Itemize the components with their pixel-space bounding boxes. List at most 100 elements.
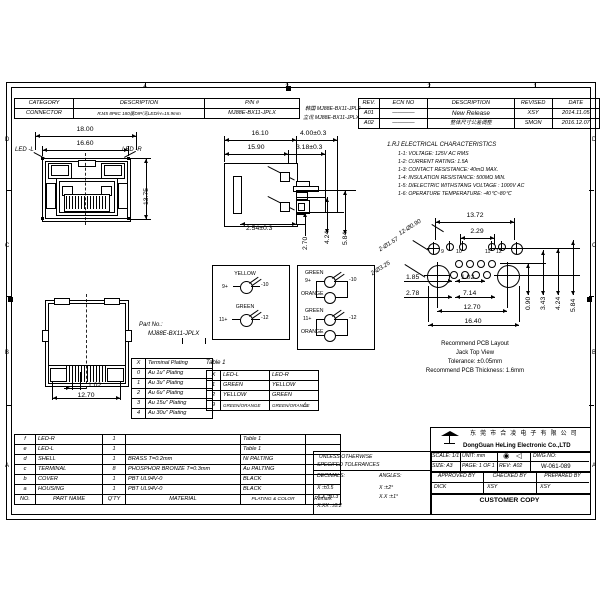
pcb-dim-584: 5.84: [570, 298, 577, 312]
col-marker-4: 4: [143, 84, 147, 90]
electrical-item: 1-4: INSULATION RESISTANCE: 500MΩ MIN.: [398, 175, 506, 181]
table1: X LED-L LED-R 1 GREEN YELLOW 2 YELLOW GR…: [206, 370, 319, 411]
header-ecn: ECN NO: [378, 98, 429, 109]
approval-block: [430, 471, 591, 495]
led-b-symbol1-alt: [324, 292, 336, 304]
rev-a01-ecn: ————: [378, 108, 429, 119]
bom-material: PHOSPHOR BRONZE T=0.3mm: [125, 464, 241, 475]
angle-tol-1: X :±2°: [379, 485, 394, 491]
led-b-symbol2: [324, 314, 336, 326]
table1-led-r: YELLOW: [269, 380, 319, 391]
led-b-color2: GREEN: [305, 308, 324, 314]
pcb-note-4: Recommend PCB Thickness: 1.6mm: [425, 368, 525, 374]
bom-qty: 8: [102, 464, 126, 475]
company-name-en: DongGuan HeLing Electronic Co.,LTD: [463, 443, 571, 449]
bom-table: f LED-R 1 Table 1 e LED-L 1 Table 1 d SH…: [14, 434, 341, 505]
rev-a02-desc: 整体尺寸公差调整: [427, 118, 515, 129]
bom-part-name: TERMINAL: [35, 464, 103, 475]
bom-row: f LED-R 1 Table 1: [14, 434, 341, 445]
bom-no: a: [14, 484, 36, 495]
pn-note-line1: 韩国 MJ88E-BX11-JPL2: [305, 106, 361, 112]
plating-desc: Au 1u" Plating: [145, 368, 213, 379]
pcb-pin-label-10: 10: [456, 249, 462, 255]
side-dim-f: 2.70: [302, 236, 309, 250]
bom-qty: 1: [102, 474, 126, 485]
led-b-pin-out2: -12: [349, 315, 357, 321]
table1-code: 9: [206, 400, 221, 411]
table1-code: 2: [206, 390, 221, 401]
pcb-mounting-hole-big-right: [497, 265, 520, 288]
pn-note-line2: 立讯 MJ88E-BX11-JPLX: [303, 115, 360, 121]
decimal-tol-1: X :±0.5: [317, 485, 334, 491]
plating-header-row: X Terminal Plating: [131, 358, 213, 369]
rev-a01-id: A01: [358, 108, 380, 119]
led-a-pin-in2: 11+: [219, 317, 228, 323]
dwg-label: DWG.NO:: [533, 453, 557, 459]
customer-copy-block: [430, 493, 591, 515]
col-marker-1: 1: [533, 84, 537, 90]
header-revised: REVISED: [513, 98, 553, 109]
led-a-color2: GREEN: [235, 304, 255, 310]
row-marker-a-right: A: [592, 463, 597, 469]
approved-label: APPROVED BY: [437, 473, 476, 479]
table1-header-led-l: LED-L: [220, 370, 270, 381]
bom-material: PBT UL94V-0: [125, 474, 241, 485]
plating-code: 2: [131, 388, 146, 399]
plating-code: 4: [131, 408, 146, 419]
pcb-dim-343: 3.43: [540, 296, 547, 310]
scale-label: SCALE: 1/1: [432, 453, 460, 459]
table1-led-l: GREEN/ORANGE: [220, 400, 270, 411]
pcb-dim-090: 0.90: [525, 296, 532, 310]
led-a-pin-out2: -12: [261, 315, 269, 321]
led-b-color2-alt: ORANGE: [301, 329, 324, 335]
bom-header-plating: PLATING & COLOR: [240, 494, 306, 505]
tolerance-title-2: SPECIFED TOLERANCES: [317, 462, 380, 468]
customer-copy-label: CUSTOMER COPY: [479, 497, 540, 504]
company-logo-icon: [441, 431, 459, 436]
decimal-tol-3: X.XX :±0.2: [317, 503, 342, 509]
bom-no: e: [14, 444, 36, 455]
plating-code: 3: [131, 398, 146, 409]
row-marker-b-right: B: [592, 350, 597, 356]
led-diagram-a: [212, 265, 290, 340]
prepared-label: PREPARED BY: [544, 473, 581, 479]
table1-header-led-r: LED-R: [269, 370, 319, 381]
led-b-pin-in2: 11+: [303, 316, 312, 322]
pcb-dim-top: 13.72: [466, 212, 484, 219]
col-marker-2: 2: [427, 84, 431, 90]
rev-label: REV:: [499, 463, 512, 469]
front-label-led-r: LED -R: [122, 147, 142, 153]
header-rev: REV.: [358, 98, 380, 109]
side-dim-h: 5.84: [342, 231, 349, 245]
pcb-note-3: Tolerance: ±0.05mm: [447, 359, 503, 365]
table1-header-x: X: [206, 370, 221, 381]
angle-tol-2: X.X :±1°: [379, 494, 399, 500]
table1-led-r: GREEN/ORANGE: [269, 400, 319, 411]
checked-by-value: XSY: [487, 484, 498, 490]
scale-info-block: [430, 451, 591, 473]
revision-row: A02 ———— 整体尺寸公差调整 SMON 2016.12.07: [358, 118, 600, 129]
electrical-item: 1-2: CURRENT RATING: 1.5A: [398, 159, 468, 165]
plating-row: 4 Au 30u" Plating: [131, 408, 213, 419]
dwg-value: W-061-089: [541, 464, 571, 470]
plating-header-name: Terminal Plating: [145, 358, 213, 369]
led-a-symbol2: [240, 314, 253, 327]
bom-part-name: COVER: [35, 474, 103, 485]
company-name-cn: 东 莞 市 合 凌 电 子 有 限 公 司: [470, 431, 578, 437]
pcb-dim-185: 1.85: [406, 274, 420, 281]
part-no-label: Part No.:: [139, 322, 163, 328]
projection-cone-icon: ◁: [516, 451, 522, 460]
table1-row: 2 YELLOW GREEN: [206, 390, 319, 401]
front-dim-inner-width: 16.60: [76, 140, 94, 147]
plating-row: 0 Au 1u" Plating: [131, 368, 213, 379]
bom-material: PBT UL94V-0: [125, 484, 241, 495]
category-table: CATEGORY DESCRIPTION P/N # CONNECTOR RJ4…: [14, 98, 300, 119]
plating-row: 1 Au 3u" Plating: [131, 378, 213, 389]
plating-table: X Terminal Plating 0 Au 1u" Plating 1 Au…: [131, 358, 213, 419]
part-no-value: MJ88E-BX11-JPLX: [148, 331, 200, 337]
pcb-dim-229: 2.29: [470, 228, 484, 235]
pcb-mounting-hole-big-left: [427, 265, 450, 288]
pcb-dim-1270: 12.70: [463, 304, 481, 311]
tolerance-block: [313, 451, 432, 515]
pcb-dim-102: 1.02: [461, 274, 475, 281]
